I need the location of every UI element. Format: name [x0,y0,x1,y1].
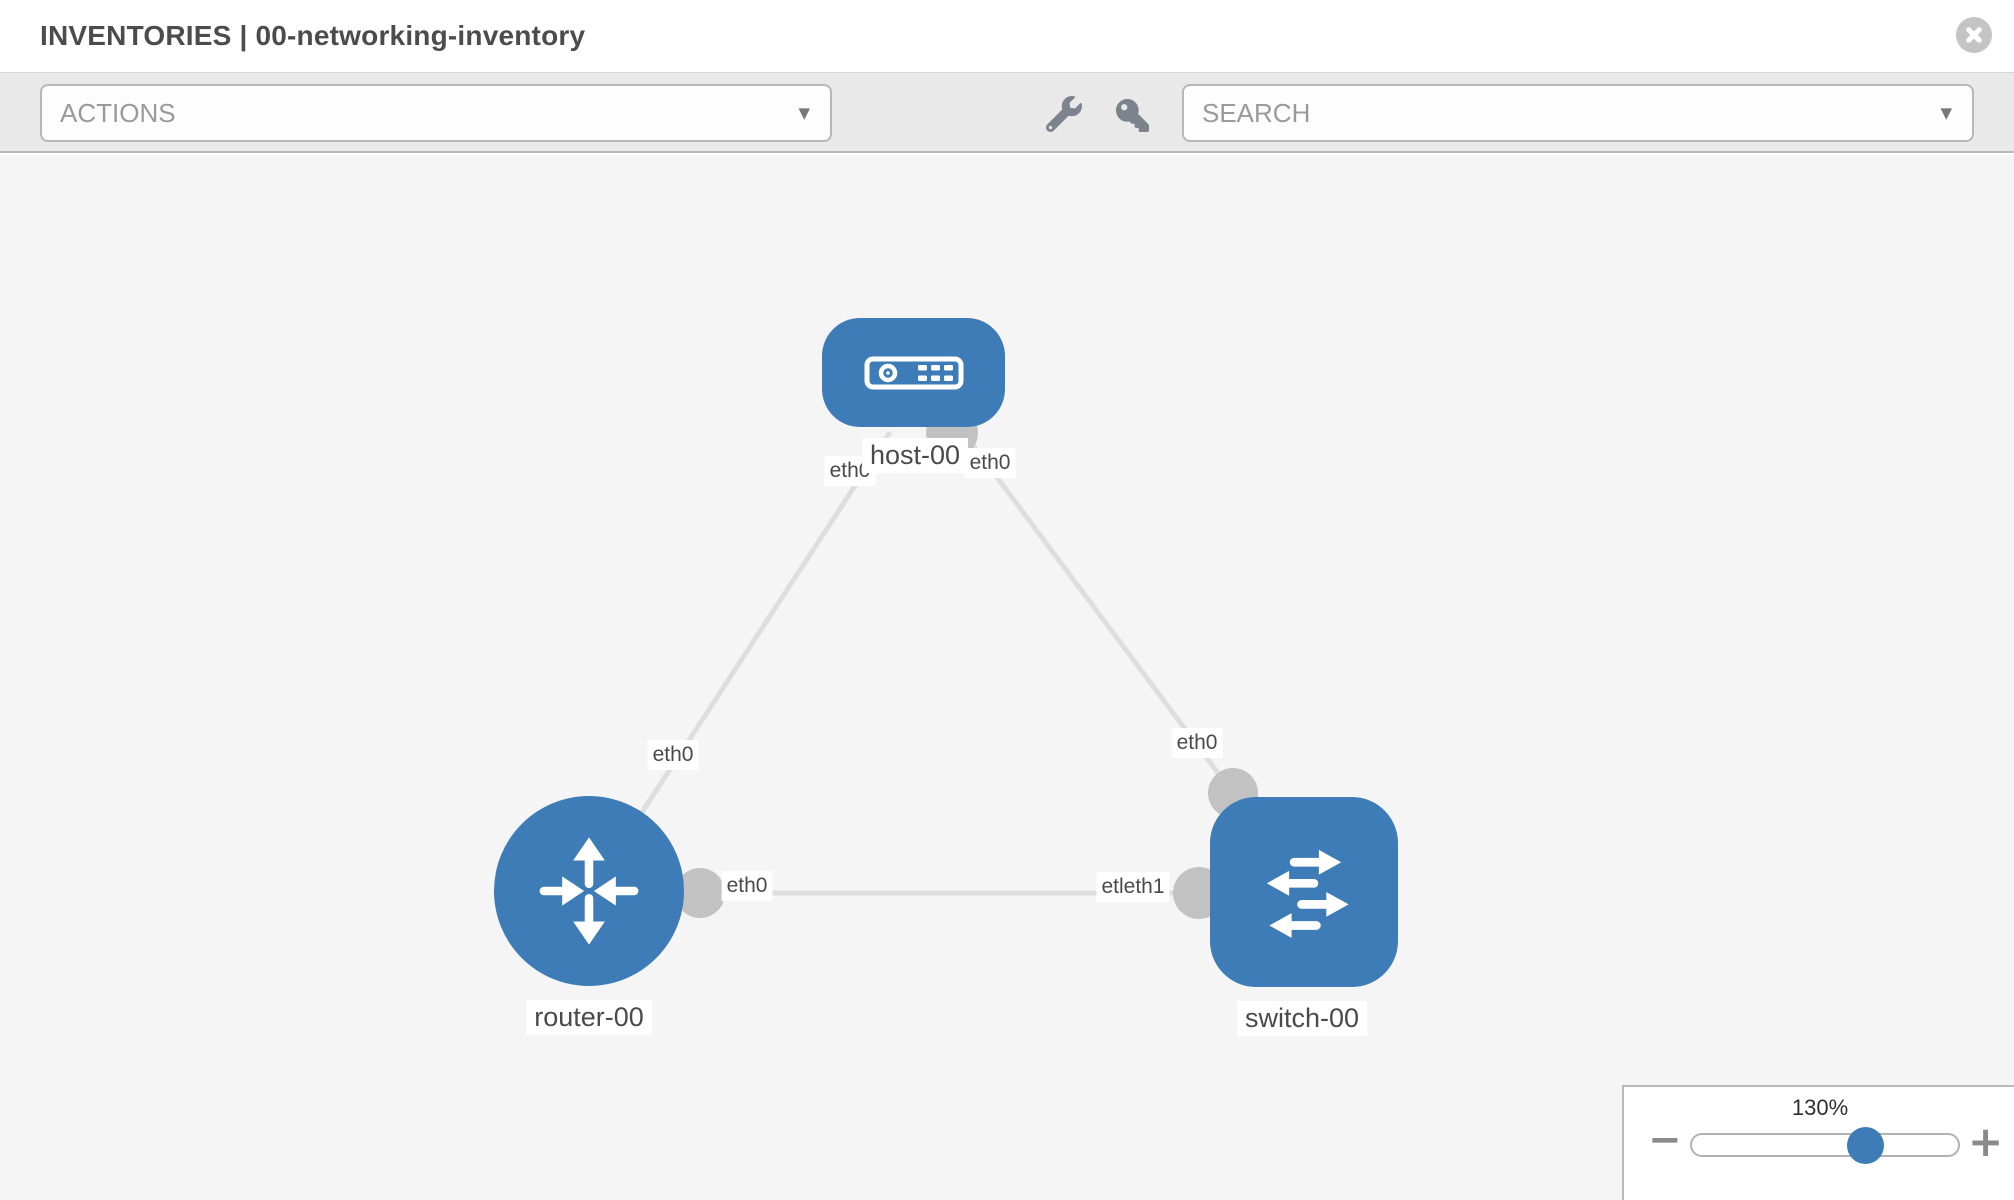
switch-icon [1266,849,1349,938]
chevron-down-icon: ▼ [798,104,810,122]
close-button[interactable] [1956,17,1992,53]
interface-label: eth0 [721,871,773,901]
node-switch[interactable] [1210,797,1398,987]
zoom-slider-track[interactable] [1690,1133,1960,1157]
key-icon[interactable] [1116,99,1149,132]
node-host[interactable] [822,318,1005,427]
zoom-slider-handle[interactable] [1847,1127,1884,1164]
interface-label: etleth1 [1096,872,1170,902]
node-label-host: host-00 [861,438,969,473]
search-dropdown[interactable]: SEARCH ▼ [1182,84,1974,142]
chevron-down-icon: ▼ [1940,104,1952,122]
topology-edges [587,407,1258,919]
actions-dropdown-label: ACTIONS [60,98,176,128]
toolbar: ACTIONS ▼ SEARCH ▼ [0,72,2014,153]
node-label-router: router-00 [526,1000,652,1035]
page-title: INVENTORIES | 00-networking-inventory [40,20,586,51]
node-label-switch: switch-00 [1236,1001,1368,1036]
zoom-in-button[interactable]: + [1968,1117,2004,1166]
wrench-icon[interactable] [1046,96,1082,132]
interface-label: eth0 [1171,728,1223,758]
node-router[interactable] [494,796,684,986]
topology-canvas[interactable]: eth0 eth0 eth0 eth0 eth0 etleth1 host-00… [0,155,2014,1200]
interface-label: eth0 [964,448,1016,478]
header: INVENTORIES | 00-networking-inventory [0,0,2014,72]
interface-label: eth0 [647,740,699,770]
port-router[interactable] [675,868,725,918]
zoom-level: 130% [1791,1095,1849,1120]
search-placeholder: SEARCH [1202,98,1311,128]
close-icon [1964,25,1984,45]
zoom-out-button[interactable]: − [1648,1117,1682,1163]
zoom-panel: 130% − + [1622,1085,2014,1200]
actions-dropdown[interactable]: ACTIONS ▼ [40,84,832,142]
router-icon [539,837,639,945]
server-icon [864,356,963,389]
